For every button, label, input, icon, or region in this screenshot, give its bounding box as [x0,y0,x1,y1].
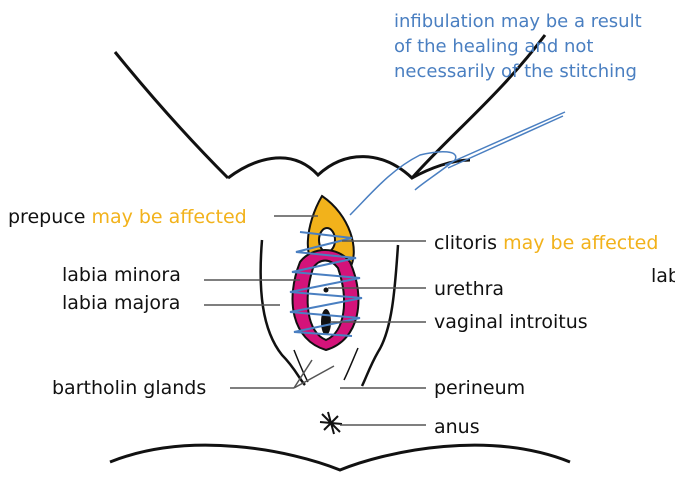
left-thigh-outline [115,52,228,178]
label-vaginal-introitus: vaginal introitus [434,311,588,333]
label-bartholin-glands: bartholin glands [52,377,206,399]
label-prepuce-name: prepuce [8,206,85,228]
label-perineum: perineum [434,377,525,399]
label-clitoris-note: may be affected [503,232,658,254]
label-prepuce-note: may be affected [91,206,246,228]
label-anus: anus [434,416,480,438]
note-line-2: of the healing and not [394,36,593,57]
note-text: infibulation may be a result of the heal… [394,11,647,82]
vaginal-opening [321,309,331,335]
buttocks-outline [110,445,570,470]
label-urethra: urethra [434,278,504,300]
labia-majora-right-outline [362,245,398,386]
label-prepuce: prepuce may be affected [8,206,247,228]
note-line-1: infibulation may be a result [394,11,642,32]
label-clitoris-name: clitoris [434,232,497,254]
label-clipped-right: lab [651,265,675,287]
perineum-fold-right [344,348,358,380]
label-clitoris: clitoris may be affected [434,232,658,254]
suture-thread [350,152,456,215]
urethra-opening [324,288,329,293]
note-line-3: necessarily of the stitching [394,61,637,82]
clitoris-shape [319,228,335,252]
inguinal-curve [228,157,470,178]
label-labia-majora: labia majora [62,292,180,314]
anus-mark [320,412,342,434]
label-labia-minora: labia minora [62,264,181,286]
